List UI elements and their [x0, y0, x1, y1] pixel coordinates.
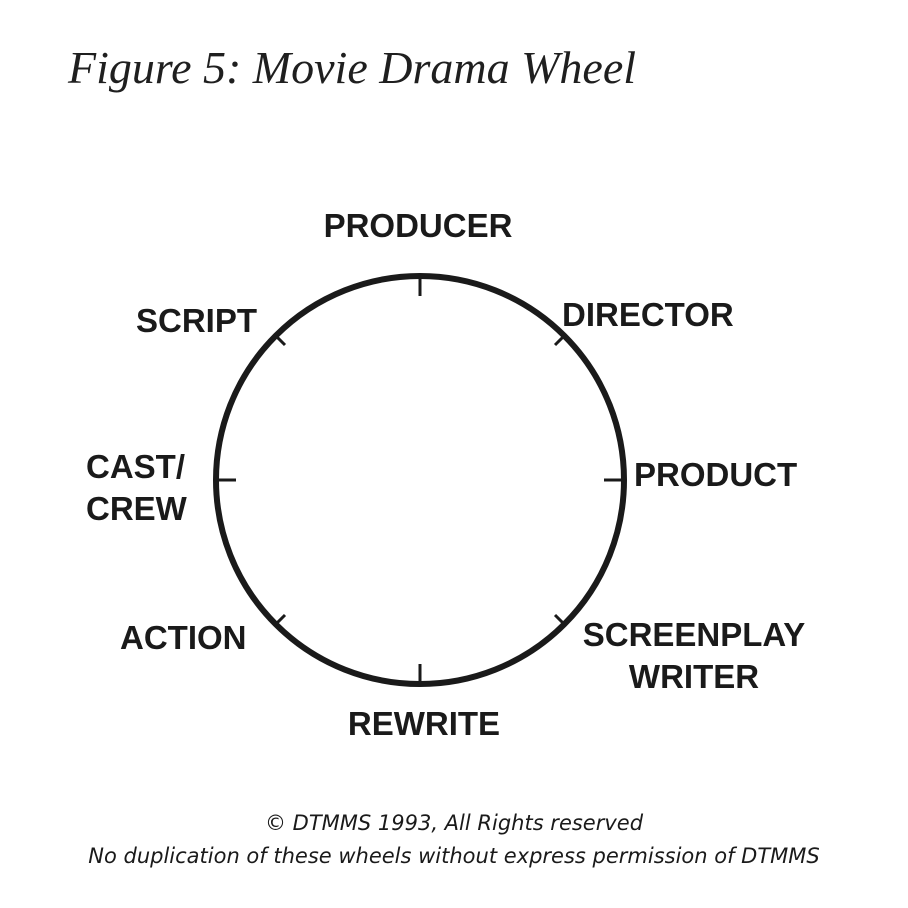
node-rewrite: REWRITE	[347, 705, 501, 742]
node-cast-crew: CAST/ CREW	[86, 448, 187, 527]
tick-action	[274, 613, 287, 626]
node-script: SCRIPT	[136, 302, 258, 339]
duplication-notice: No duplication of these wheels without e…	[88, 844, 820, 868]
node-director: DIRECTOR	[562, 296, 734, 333]
figure-title: Figure 5: Movie Drama Wheel	[68, 42, 637, 93]
node-producer: PRODUCER	[323, 207, 513, 244]
wheel-ticks	[216, 276, 624, 684]
node-screenplay-writer: SCREENPLAY WRITER	[582, 616, 806, 695]
tick-script	[274, 334, 287, 347]
tick-director	[553, 334, 566, 347]
node-action: ACTION	[120, 619, 247, 656]
tick-screenplay-writer	[553, 613, 566, 626]
copyright-line: © DTMMS 1993, All Rights reserved	[264, 811, 644, 835]
node-product: PRODUCT	[634, 456, 798, 493]
